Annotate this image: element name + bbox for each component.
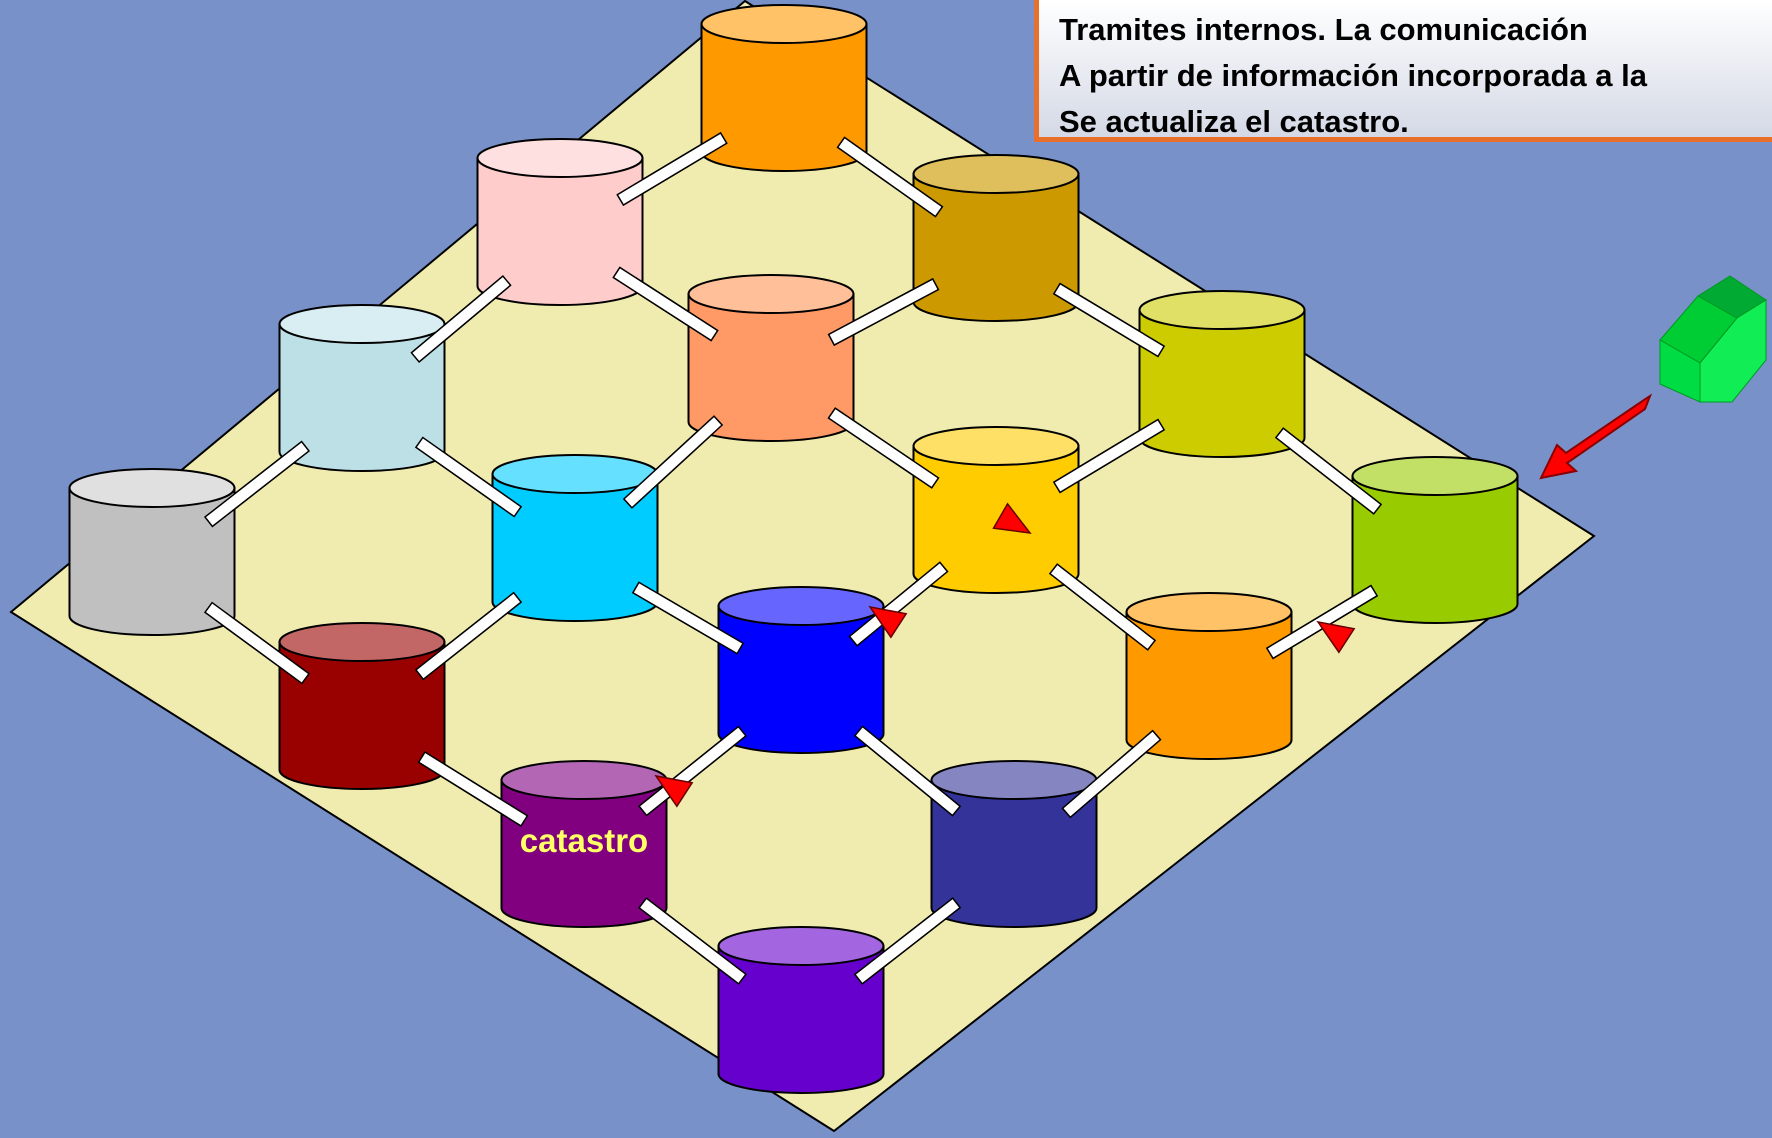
board xyxy=(9,0,1596,1133)
connector-bar xyxy=(631,581,745,655)
cylinder-c-yellow xyxy=(912,426,1080,594)
connector-bar xyxy=(1274,427,1383,515)
connector-bar xyxy=(203,440,311,528)
connector-bar xyxy=(203,601,311,685)
cylinder-c-blue xyxy=(717,586,885,754)
connector-bar xyxy=(616,131,728,207)
connector-bar xyxy=(622,415,724,509)
connector-bar xyxy=(853,897,962,985)
connector-bar xyxy=(853,725,962,817)
connector-bar xyxy=(417,751,529,827)
connector-bar xyxy=(848,561,949,647)
cylinder-c-cyan xyxy=(491,454,659,622)
caption-line-1: Tramites internos. La comunicación xyxy=(1059,12,1588,47)
connector-bar xyxy=(827,407,940,489)
connector-bar xyxy=(414,436,523,518)
connector-bar xyxy=(836,136,944,218)
flow-arrows xyxy=(654,502,1356,808)
cylinder-c-gray xyxy=(68,468,236,636)
connector-bar xyxy=(1052,282,1166,358)
connector-bar xyxy=(1052,418,1166,494)
cylinder-c-catastro: catastro xyxy=(500,760,668,928)
caption-line-3: Se actualiza el catastro. xyxy=(1059,104,1409,139)
cylinder-c-salmon xyxy=(687,274,855,442)
connector-bar xyxy=(1061,729,1162,819)
caption-box: Tramites internos. La comunicación A par… xyxy=(1034,0,1772,142)
flow-arrowhead xyxy=(992,502,1032,534)
flow-arrowhead xyxy=(1316,620,1356,654)
caption-line-2: A partir de información incorporada a la xyxy=(1059,58,1647,93)
cylinder-c-darkred xyxy=(278,622,446,790)
cylinder-c-lime xyxy=(1351,456,1519,624)
connector-bar xyxy=(638,897,747,985)
cylinder-c-orange xyxy=(1125,592,1293,760)
connector-bar xyxy=(612,266,719,342)
connector-bar xyxy=(1048,563,1157,651)
front-connectors xyxy=(203,131,1383,985)
incoming-arrow xyxy=(1539,393,1653,480)
cylinder-c-darkgold xyxy=(912,154,1080,322)
connector-bar xyxy=(638,725,747,817)
cylinder-c-violet xyxy=(717,926,885,1094)
cylinder-c-orange-top xyxy=(700,4,868,172)
connector-bar xyxy=(410,275,512,363)
catastro-label: catastro xyxy=(520,822,648,859)
connector-bar xyxy=(827,277,940,347)
flow-arrowhead xyxy=(868,605,908,639)
connector-bar xyxy=(414,591,523,681)
flow-arrowhead xyxy=(654,774,694,808)
cylinders: catastro xyxy=(68,4,1519,1094)
cylinder-c-pink xyxy=(476,138,644,306)
house-icon xyxy=(1659,275,1767,403)
